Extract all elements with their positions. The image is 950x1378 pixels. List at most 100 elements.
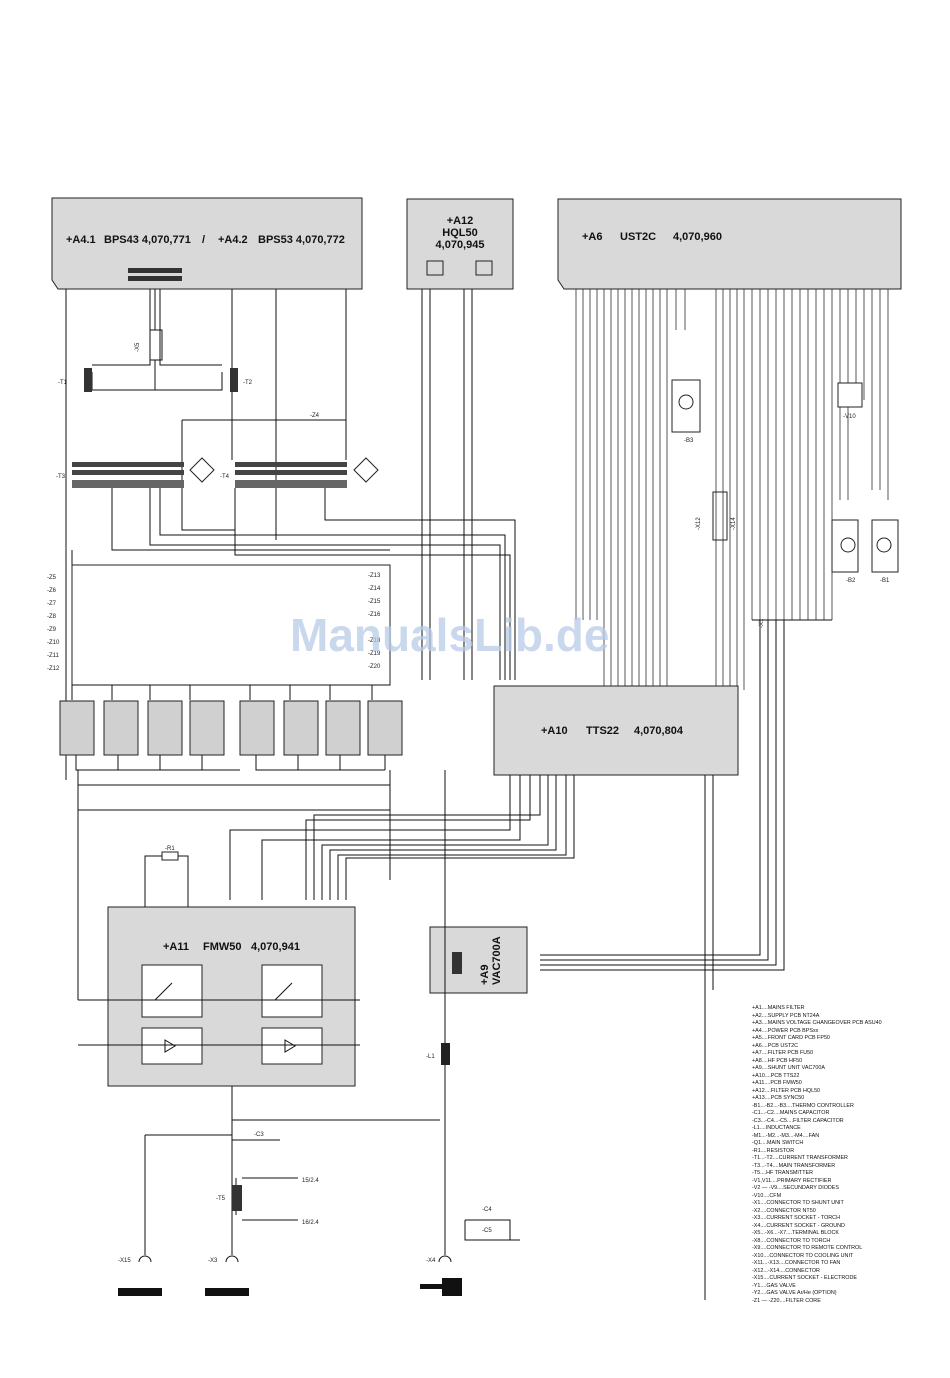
x4-label: -X4 (426, 1258, 436, 1264)
current-socket-x15: -X15 (118, 1255, 162, 1296)
right-sensors: -X12 -X14 -V10 -B2 -B1 -B3 -X1 (540, 379, 899, 971)
legend-item: -T5....HF TRANSMITTER (752, 1170, 813, 1176)
legend-item: -Z1 — -Z20....FILTER CORE (752, 1297, 821, 1304)
current-socket-x4: -X4 (420, 1255, 462, 1296)
legend-item: -V10....CFM (752, 1192, 782, 1199)
z11-label: -Z11 (47, 653, 60, 659)
l1-label: -L1 (426, 1054, 435, 1060)
c5-label: -C5 (482, 1228, 492, 1234)
legend-item: -Y1....GAS VALVE (752, 1282, 796, 1289)
a6-number: 4,070,960 (673, 231, 722, 243)
ref-15-2-4: 15/2.4 (302, 1178, 319, 1184)
legend: +A1....MAINS FILTER +A2....SUPPLY PCB NT… (752, 1005, 942, 1305)
a10-wires (229, 775, 714, 1300)
inductance-l1 (441, 1043, 450, 1065)
a12-name: HQL50 (442, 227, 477, 239)
block-a11: +A11 FMW50 4,070,941 -R1 (107, 846, 356, 1087)
a6-name: UST2C (620, 231, 656, 243)
block-a12: +A12 HQL50 4,070,945 (406, 198, 514, 290)
a9-name: VAC700A (491, 936, 503, 985)
legend-item: +A8....HF PCB HF50 (752, 1057, 803, 1064)
t4-label: -T4 (220, 474, 230, 480)
r1-label: -R1 (165, 846, 175, 852)
hf-transmitter-t5 (232, 1185, 242, 1211)
a12-filter-right (475, 260, 493, 276)
z8-label: -Z8 (47, 614, 57, 620)
x1-label: -X1 (759, 618, 765, 628)
c3-label: -C3 (254, 1132, 264, 1138)
a4-designation: +A4.1 (66, 234, 96, 246)
a4-connector-bar-2 (128, 276, 182, 281)
legend-item: -X4....CURRENT SOCKET - GROUND (752, 1222, 845, 1229)
block-a9: +A9 VAC700A (429, 926, 528, 994)
legend-item: -Y2....GAS VALVE Ar/He (OPTION) (752, 1290, 837, 1296)
legend-item: -X12...-X14....CONNECTOR (752, 1267, 820, 1274)
a12-number: 4,070,945 (436, 239, 485, 251)
t3-label: -T3 (56, 474, 66, 480)
legend-item: -X3....CURRENT SOCKET - TORCH (752, 1215, 840, 1221)
legend-item: +A11....PCB FMW50 (752, 1080, 802, 1086)
z4-label: -Z4 (310, 413, 320, 419)
resistor-r1 (161, 851, 179, 861)
x5-label: -X5 (135, 342, 141, 352)
legend-item: -V2 — -V9....SECUNDARY DIODES (752, 1185, 839, 1191)
a4-connector-bar (128, 268, 182, 273)
legend-item: -L1....INDUCTANCE (752, 1125, 801, 1131)
a4-designation2: +A4.2 (218, 234, 248, 246)
a4-name2: BPS53 4,070,772 (258, 234, 345, 246)
legend-item: -X9....CONNECTOR TO REMOTE CONTROL (752, 1245, 863, 1251)
a6-designation: +A6 (582, 231, 603, 243)
current-transformer-t2: -T2 (230, 368, 253, 392)
z12-label: -Z12 (47, 666, 60, 672)
x14-label: -X14 (731, 517, 737, 530)
legend-item: -X15....CURRENT SOCKET - ELECTRODE (752, 1275, 857, 1281)
v10-label: -V10 (843, 414, 856, 420)
legend-item: -X1....CONNECTOR TO SHUNT UNIT (752, 1200, 844, 1206)
legend-item: +A12....FILTER PCB HQL50 (752, 1087, 821, 1094)
legend-item: -T3...-T4....MAIN TRANSFORMER (752, 1162, 836, 1169)
block-a4: +A4.1 BPS43 4,070,771 / +A4.2 BPS53 4,07… (51, 197, 363, 290)
watermark: ManualsLib.de (290, 609, 609, 661)
legend-item: -B1...-B2...-B3....THERMO CONTROLLER (752, 1102, 854, 1109)
legend-item: -Q1....MAIN SWITCH (752, 1140, 804, 1146)
z19-label: -Z19 (368, 651, 381, 657)
legend-item: -T1...-T2....CURRENT TRANSFORMER (752, 1155, 848, 1161)
a11-designation: +A11 (163, 941, 189, 953)
legend-item: +A4....POWER PCB BPSxx (752, 1027, 819, 1034)
a12-designation: +A12 (447, 215, 474, 227)
ref-16-2-4: 16/2.4 (302, 1220, 319, 1226)
legend-item: +A2....SUPPLY PCB NT24A (752, 1012, 820, 1019)
a11-number: 4,070,941 (251, 941, 300, 953)
t1-label: -T1 (58, 380, 68, 386)
current-transformer-t1: -T1 (58, 368, 92, 392)
block-a10: +A10 TTS22 4,070,804 (493, 685, 739, 776)
legend-item: -X2....CONNECTOR NT50 (752, 1207, 816, 1214)
z15-label: -Z15 (368, 599, 381, 605)
legend-item: -X11...-X13....CONNECTOR TO FAN (752, 1260, 841, 1266)
legend-item: +A7....FILTER PCB FU50 (752, 1050, 814, 1056)
z20-label: -Z20 (368, 664, 381, 670)
b1-label: -B1 (880, 578, 890, 584)
x12-label: -X12 (696, 517, 702, 530)
z14-label: -Z14 (368, 586, 381, 592)
t2-label: -T2 (243, 380, 253, 386)
z6-label: -Z6 (47, 588, 57, 594)
a4-separator: / (202, 234, 205, 246)
a4-name1: BPS43 4,070,771 (104, 234, 191, 246)
legend-item: +A9....SHUNT UNIT VAC700A (752, 1065, 825, 1071)
x15-label: -X15 (118, 1258, 131, 1264)
block-a6: +A6 UST2C 4,070,960 (557, 198, 902, 290)
main-transformer-t4: -T4 (220, 457, 379, 488)
legend-item: +A13....PCB SYNC50 (752, 1095, 805, 1101)
a9-designation: +A9 (479, 965, 491, 986)
main-transformer-t3: -T3 (56, 457, 215, 488)
a11-name: FMW50 (203, 941, 242, 953)
legend-item: -X5...-X6...-X7....TERMINAL BLOCK (752, 1230, 839, 1236)
z16-label: -Z16 (368, 612, 381, 618)
z18-label: -Z18 (368, 638, 381, 644)
a6-pins (575, 289, 889, 690)
main-wires (65, 289, 516, 780)
legend-item: -V1,V11....PRIMARY RECTIFIER (752, 1177, 832, 1184)
legend-item: -X10....CONNECTOR TO COOLING UNIT (752, 1252, 854, 1259)
